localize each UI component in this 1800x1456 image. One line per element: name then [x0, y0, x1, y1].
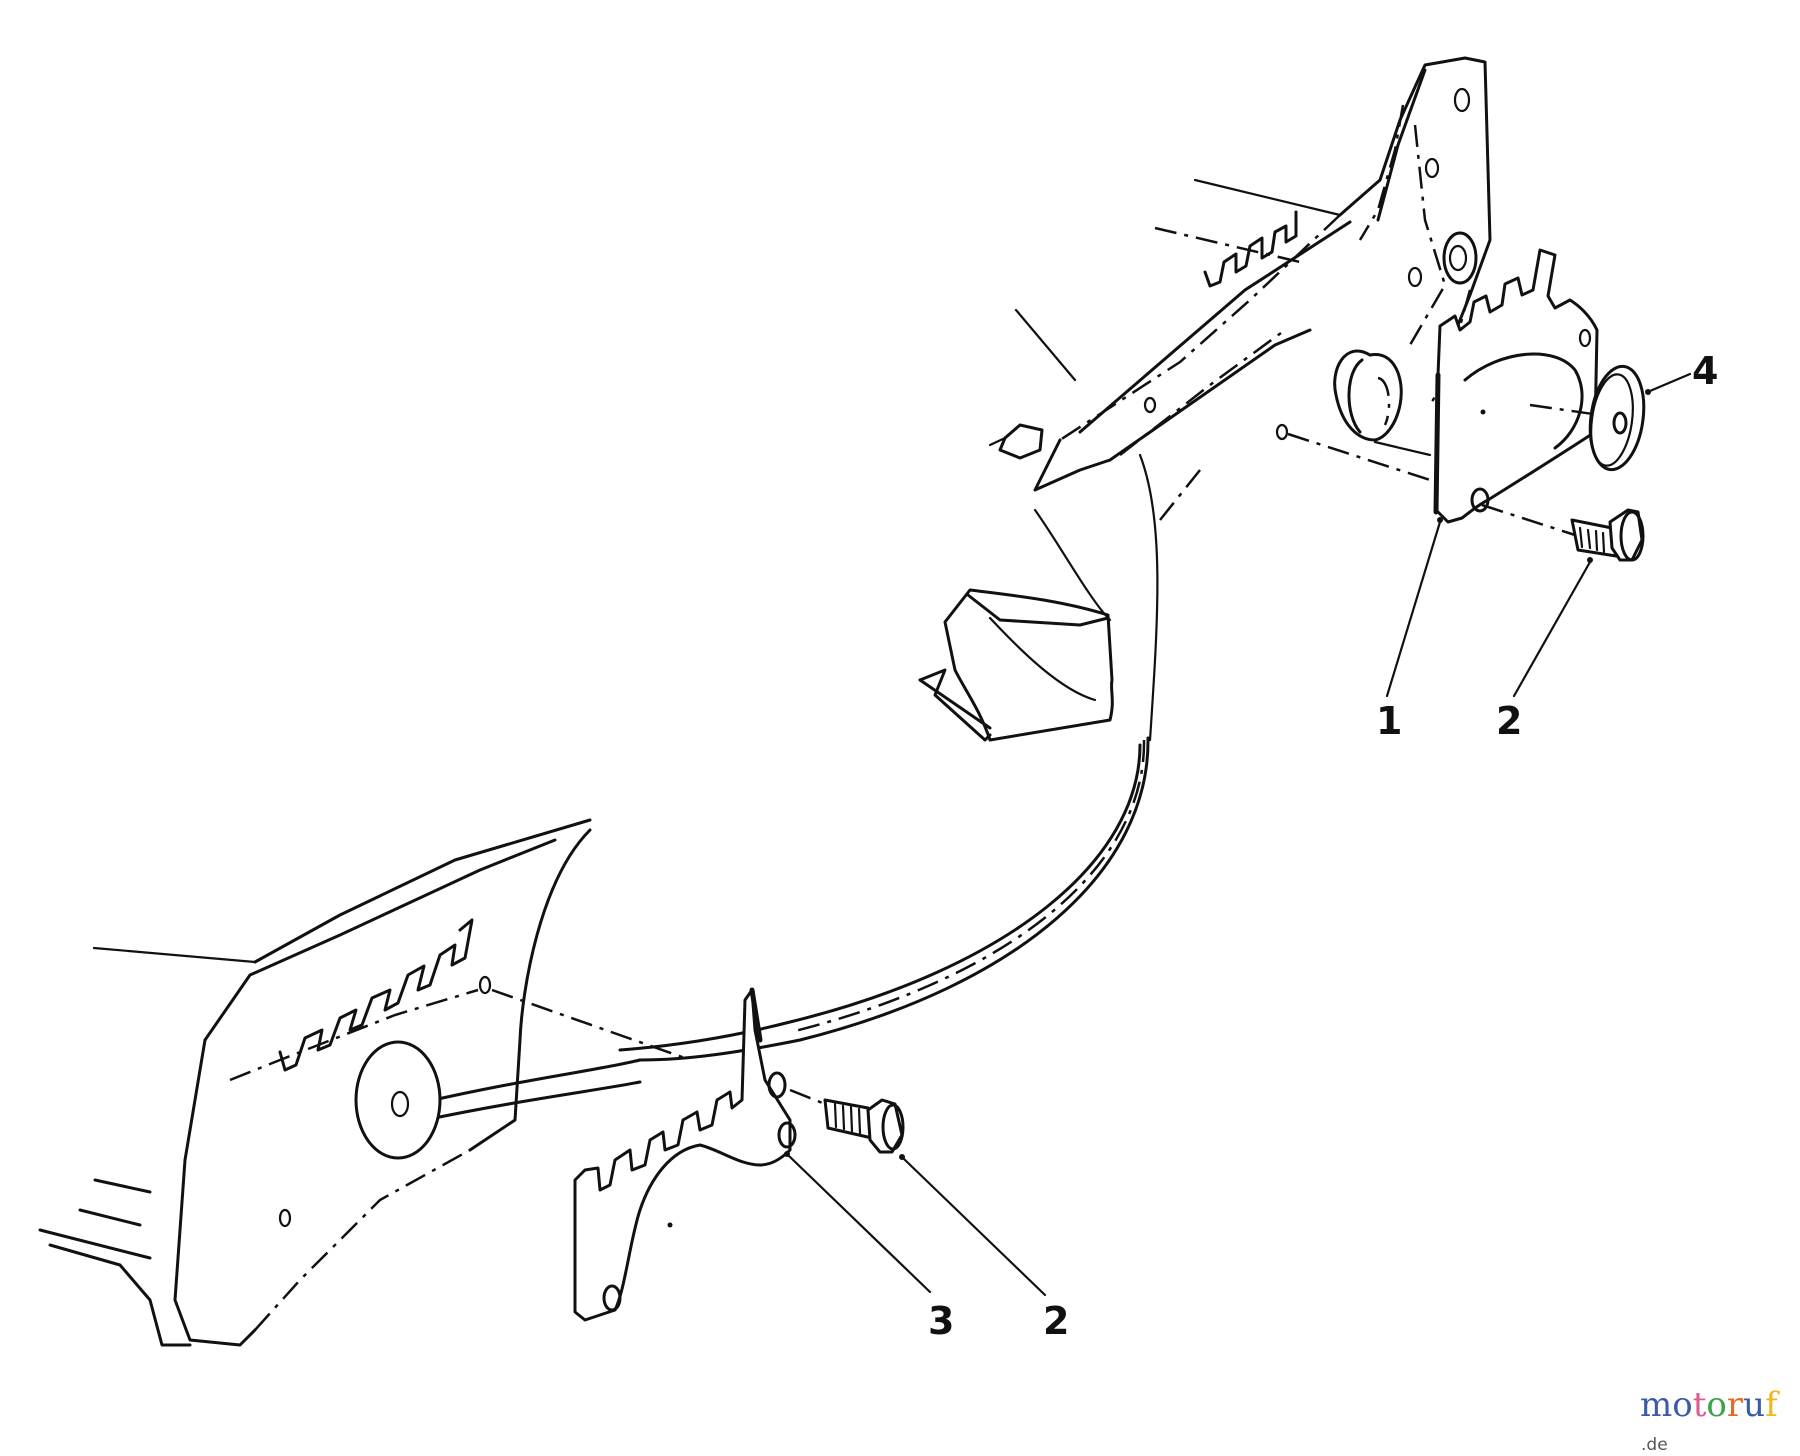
wm-letter: r [1726, 1385, 1744, 1425]
wm-tld: .de [1641, 1435, 1668, 1455]
callout-label-2-upper: 2 [1496, 699, 1523, 743]
callout-label-4: 4 [1692, 349, 1719, 393]
watermark-logo: motoruf .de [1640, 1388, 1800, 1456]
handle-curve [423, 453, 1159, 1122]
wm-letter: m [1640, 1385, 1673, 1425]
handle-pad [918, 588, 1114, 742]
upper-frame-bracket [988, 56, 1492, 521]
wm-letter: f [1765, 1385, 1778, 1425]
washer [1529, 364, 1692, 472]
callout-label-2-lower: 2 [1043, 1299, 1070, 1343]
bolt-upper [1481, 503, 1645, 698]
callout-label-3: 3 [928, 1299, 955, 1343]
wm-letter: o [1672, 1385, 1693, 1425]
wm-letter: u [1743, 1385, 1766, 1425]
lower-frame-bracket [38, 818, 686, 1347]
wm-letter: t [1692, 1385, 1707, 1425]
adjuster-plate-lower [573, 987, 932, 1322]
wm-letter: o [1706, 1385, 1727, 1425]
adjuster-plate-upper [1385, 248, 1599, 698]
bolt-lower [789, 1088, 1047, 1297]
callout-label-1: 1 [1376, 699, 1403, 743]
